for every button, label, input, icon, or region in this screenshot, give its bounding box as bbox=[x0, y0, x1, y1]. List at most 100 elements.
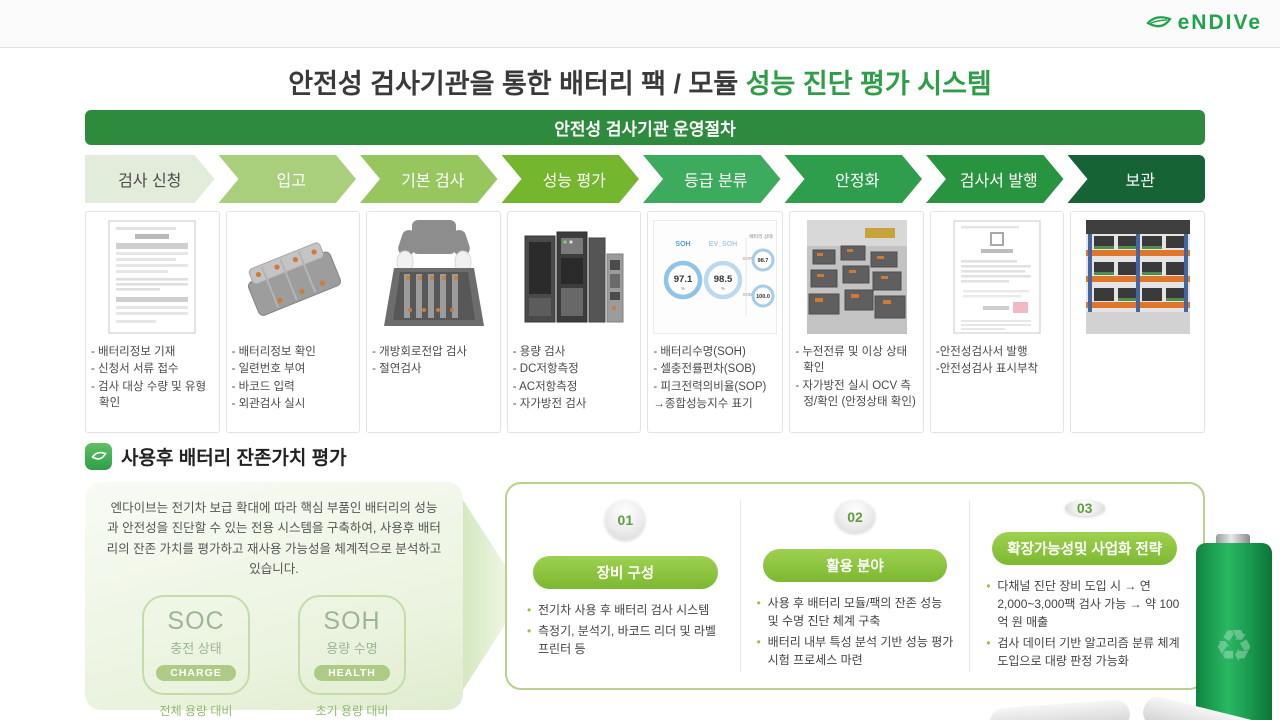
rack-storage-photo bbox=[1085, 218, 1190, 336]
inspection-request-form-photo bbox=[108, 218, 196, 336]
green-battery-illustration: ♻ bbox=[1190, 534, 1280, 720]
intro-box: 엔다이브는 전기차 보급 확대에 따라 핵심 부품인 배터리의 성능과 안전성을… bbox=[85, 482, 463, 718]
arrow-beam bbox=[463, 500, 507, 690]
procedure-banner: 안전성 검사기관 운영절차 bbox=[85, 110, 1205, 145]
process-steps: 검사 신청 입고 기본 검사 성능 평가 등급 분류 안정화 검사서 발행 보관 bbox=[85, 155, 1205, 203]
list-item: 다채널 진단 장비 도입 시 → 연 2,000~3,000팩 검사 가능 → … bbox=[986, 577, 1183, 631]
title-prefix: 안전성 검사기관을 통한 배터리 팩 / 모듈 bbox=[288, 69, 746, 99]
number-badge-02: 02 bbox=[835, 500, 875, 533]
svg-text:%: % bbox=[721, 286, 725, 291]
test-equipment-photo bbox=[519, 218, 629, 336]
list-item: - 자가방전 검사 bbox=[512, 397, 587, 410]
list-item: - 용량 검사 bbox=[512, 346, 566, 358]
card-basic-inspection: - 개방회로전압 검사 - 절연검사 bbox=[366, 211, 501, 433]
strategy-col-3: 03 확장가능성및 사업화 전략 다채널 진단 장비 도입 시 → 연 2,00… bbox=[969, 500, 1199, 672]
bullet-list: 사용 후 배터리 모듈/팩의 잔존 성능 및 수명 진단 체계 구축배터리 내부… bbox=[757, 594, 954, 672]
step-chevron-3: 기본 검사 bbox=[360, 155, 498, 203]
card-receiving: - 배터리정보 확인 - 일련번호 부여 - 바코드 입력 - 외관검사 실시 bbox=[225, 211, 361, 433]
step-chevron-5: 등급 분류 bbox=[643, 155, 781, 203]
list-item: -안전성검사서 발행 bbox=[935, 346, 1028, 358]
list-item: - 누전전류 및 이상 상태 확인 bbox=[795, 346, 908, 375]
list-item: - 배터리정보 확인 bbox=[231, 346, 316, 358]
top-bar: eNDIVe bbox=[0, 0, 1280, 48]
strategy-col-1: 01 장비 구성 전기차 사용 후 배터리 검사 시스템측정기, 분석기, 바코… bbox=[511, 500, 740, 672]
step-chevron-8: 보관 bbox=[1067, 155, 1205, 203]
step-chevron-6: 안정화 bbox=[785, 155, 923, 203]
list-item: - 바코드 입력 bbox=[231, 380, 295, 393]
list-item: - 개방회로전압 검사 bbox=[372, 346, 468, 358]
module-handling-photo bbox=[378, 218, 488, 336]
leaf-icon bbox=[85, 443, 112, 470]
strategy-col-2: 02 활용 분야 사용 후 배터리 모듈/팩의 잔존 성능 및 수명 진단 체계… bbox=[739, 500, 970, 672]
white-battery-cell bbox=[989, 699, 1131, 720]
soh-dashboard-screenshot: SOH 97.1 % EV_SOH 98.5 % 배터리 상태 SOP 98.7… bbox=[653, 218, 778, 336]
bullet-list: - 배터리수명(SOH)- 셀충전률편차(SOB)- 피크전력의비율(SOP)→… bbox=[653, 344, 777, 413]
section2-header: 사용후 배터리 잔존가치 평가 bbox=[85, 443, 347, 470]
svg-text:%: % bbox=[681, 286, 685, 291]
list-item: - AC저항측정 bbox=[512, 380, 578, 393]
bullet-list: -안전성검사서 발행-안전성검사 표시부착 bbox=[936, 344, 1059, 379]
soh-caption: 초기 용량 대비 현재 상태의 용량 측정 bbox=[298, 703, 406, 720]
battery-body: ♻ bbox=[1196, 543, 1272, 720]
bullet-list: - 배터리정보 기재- 신청서 서류 접수- 검사 대상 수량 및 유형 확인 bbox=[91, 344, 214, 412]
bullet-list: - 개방회로전압 검사 - 절연검사 bbox=[372, 344, 495, 379]
soc-caption-line1: 전체 용량 대비 bbox=[159, 704, 233, 718]
list-item: - 외관검사 실시 bbox=[231, 397, 306, 410]
step-chevron-7: 검사서 발행 bbox=[926, 155, 1064, 203]
soh-abbr: SOH bbox=[323, 607, 381, 635]
svg-text:97.1: 97.1 bbox=[674, 274, 693, 285]
card-stabilization: - 누전전류 및 이상 상태 확인 - 자가방전 실시 OCV 측정/확인 (안정… bbox=[789, 211, 924, 433]
soh-sub: 용량 수명 bbox=[326, 641, 378, 656]
list-item: - 자가방전 실시 OCV 측정/확인 (안정상태 확인) bbox=[795, 379, 916, 408]
process-cards: - 배터리정보 기재- 신청서 서류 접수- 검사 대상 수량 및 유형 확인 bbox=[85, 211, 1206, 433]
list-item: 배터리 내부 특성 분석 기반 성능 평가 시험 프로세스 마련 bbox=[757, 633, 954, 669]
battery-cap bbox=[1216, 534, 1250, 544]
soh-badge: SOH 용량 수명 HEALTH 초기 용량 대비 현재 상태의 용량 측정 bbox=[298, 595, 406, 720]
list-item: - 검사 대상 수량 및 유형 확인 bbox=[91, 380, 207, 409]
svg-text:SOB: SOB bbox=[743, 292, 753, 297]
soc-abbr: SOC bbox=[167, 607, 225, 635]
list-item: 전기차 사용 후 배터리 검사 시스템 bbox=[527, 601, 724, 619]
list-item: - 피크전력의비율(SOP) bbox=[653, 380, 767, 393]
svg-text:100.0: 100.0 bbox=[756, 294, 770, 300]
soc-caption: 전체 용량 대비 현재 충전된 충전량 측정 bbox=[142, 703, 250, 720]
endive-logo: eNDIVe bbox=[1145, 11, 1262, 35]
number-badge-03: 03 bbox=[1064, 500, 1105, 516]
pill-application: 활용 분야 bbox=[762, 549, 948, 582]
list-item: - DC저항측정 bbox=[512, 363, 579, 376]
svg-text:98.7: 98.7 bbox=[758, 258, 769, 264]
soh-frame: SOH 용량 수명 HEALTH bbox=[298, 595, 406, 695]
logo-text: eNDIVe bbox=[1177, 11, 1262, 34]
soc-soh-badges: SOC 충전 상태 CHARGE 전체 용량 대비 현재 충전된 충전량 측정 … bbox=[99, 595, 449, 720]
soh-pill: HEALTH bbox=[314, 665, 390, 681]
strategy-box: 01 장비 구성 전기차 사용 후 배터리 검사 시스템측정기, 분석기, 바코… bbox=[505, 482, 1205, 690]
soc-sub: 충전 상태 bbox=[170, 641, 222, 656]
bullet-list: 전기차 사용 후 배터리 검사 시스템측정기, 분석기, 바코드 리더 및 라벨… bbox=[527, 601, 724, 661]
list-item: - 셀충전률편차(SOB) bbox=[653, 363, 756, 376]
bullet-list: - 배터리정보 확인 - 일련번호 부여 - 바코드 입력 - 외관검사 실시 bbox=[232, 344, 355, 413]
card-grading: SOH 97.1 % EV_SOH 98.5 % 배터리 상태 SOP 98.7… bbox=[647, 211, 784, 433]
list-item: - 신청서 서류 접수 bbox=[91, 363, 179, 376]
card-storage bbox=[1070, 211, 1206, 433]
step-chevron-2: 입고 bbox=[219, 155, 357, 203]
list-item: - 절연검사 bbox=[372, 363, 422, 376]
svg-text:SOH: SOH bbox=[676, 241, 691, 248]
title-highlight: 성능 진단 평가 시스템 bbox=[745, 69, 992, 99]
warehouse-floor-photo bbox=[806, 218, 907, 336]
list-item: 검사 데이터 기반 알고리즘 분류 체계 도입으로 대량 판정 가능화 bbox=[986, 634, 1183, 670]
card-request: - 배터리정보 기재- 신청서 서류 접수- 검사 대상 수량 및 유형 확인 bbox=[85, 211, 220, 433]
list-item: 사용 후 배터리 모듈/팩의 잔존 성능 및 수명 진단 체계 구축 bbox=[757, 594, 954, 630]
list-item: 측정기, 분석기, 바코드 리더 및 라벨 프린터 등 bbox=[527, 622, 724, 658]
list-item: →종합성능지수 표기 bbox=[653, 397, 753, 410]
certificate-photo bbox=[953, 218, 1041, 336]
svg-text:EV_SOH: EV_SOH bbox=[709, 241, 737, 248]
bullet-list: - 용량 검사 - DC저항측정 - AC저항측정 - 자가방전 검사 bbox=[513, 344, 636, 413]
list-item: - 일련번호 부여 bbox=[231, 363, 306, 376]
battery-pack-photo bbox=[237, 218, 349, 336]
intro-paragraph: 엔다이브는 전기차 보급 확대에 따라 핵심 부품인 배터리의 성능과 안전성을… bbox=[106, 501, 442, 576]
soc-pill: CHARGE bbox=[156, 665, 236, 681]
pill-expansion: 확장가능성및 사업화 전략 bbox=[992, 532, 1178, 565]
bullet-list: - 누전전류 및 이상 상태 확인 - 자가방전 실시 OCV 측정/확인 (안정… bbox=[795, 344, 918, 411]
pill-equipment: 장비 구성 bbox=[533, 556, 718, 589]
